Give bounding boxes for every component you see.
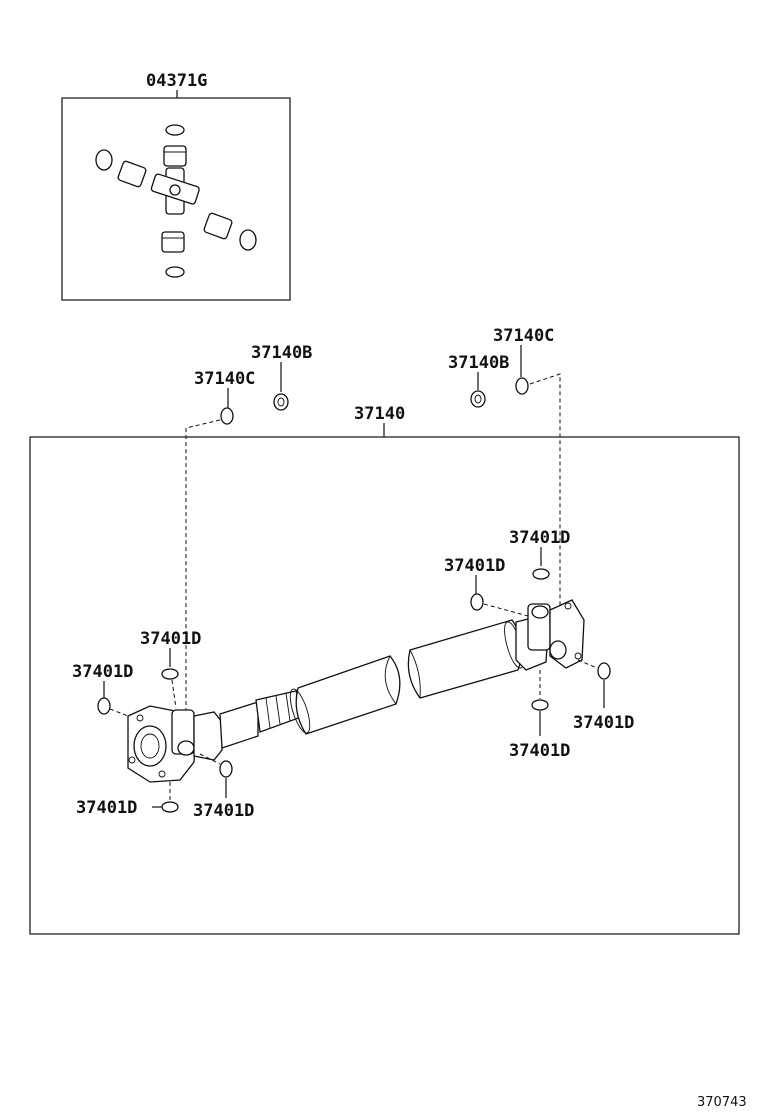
snap-ring-icon [165,266,185,278]
snap-ring-icon [161,801,179,813]
assembly-box-37140 [29,436,740,935]
label-04371g[interactable]: 04371G [146,71,207,91]
nut-37140b-left-icon [273,393,289,411]
snap-ring-icon [470,593,484,611]
label-37401d-left-left[interactable]: 37401D [72,662,133,682]
snap-ring-icon [165,124,185,136]
snap-ring-icon [95,149,113,171]
alignment-line-left [185,419,221,710]
label-37401d-right-top[interactable]: 37401D [509,528,570,548]
washer-37140c-left-icon [220,407,234,425]
label-37140[interactable]: 37140 [354,404,405,424]
bearing-cup-left [117,160,147,188]
left-universal-joint [171,709,223,761]
label-37140c-right[interactable]: 37140C [493,326,554,346]
washer-37140c-right-icon [515,377,529,395]
label-37140c-left[interactable]: 37140C [194,369,255,389]
figure-number: 370743 [697,1095,747,1110]
alignment-line-right [529,373,561,626]
snap-ring-icon [161,668,179,680]
label-37401d-right-bottom[interactable]: 37401D [509,741,570,761]
kit-box [61,97,291,301]
label-37401d-right-right[interactable]: 37401D [573,713,634,733]
snap-ring-icon [97,697,111,715]
spider-cross [150,167,200,215]
label-37401d-left-bottom[interactable]: 37401D [193,801,254,821]
nut-37140b-right-icon [470,390,486,408]
bearing-cup-right [203,212,233,240]
propeller-shaft [127,599,585,783]
snap-ring-icon [239,229,257,251]
shaft-tube-left [289,655,401,735]
label-37401d-right-mid[interactable]: 37401D [444,556,505,576]
slip-yoke [219,689,305,749]
right-universal-joint [515,599,585,671]
snap-ring-icon [531,699,549,711]
label-37140b-right[interactable]: 37140B [448,353,509,373]
shaft-tube-right [407,619,524,699]
label-37140b-left[interactable]: 37140B [251,343,312,363]
snap-ring-icon [532,568,550,580]
label-37401d-left-bottom2[interactable]: 37401D [76,798,137,818]
bearing-cup-bottom [161,231,185,253]
label-37401d-left-top[interactable]: 37401D [140,629,201,649]
universal-joint-kit-group: 04371G [61,71,291,301]
bearing-cup-top [163,145,187,167]
snap-ring-icon [219,760,233,778]
snap-ring-icon [597,662,611,680]
